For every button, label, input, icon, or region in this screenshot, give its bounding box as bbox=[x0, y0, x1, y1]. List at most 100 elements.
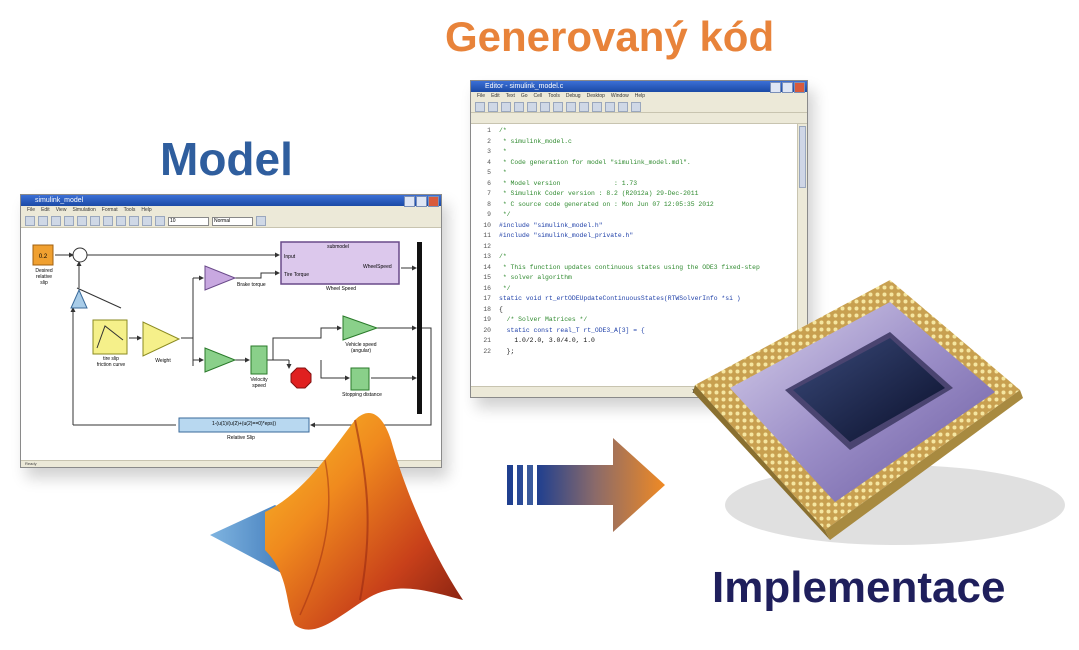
code-line: 11#include "simulink_model_private.h" bbox=[471, 231, 633, 242]
code-line: 20 static const real_T rt_ODE3_A[3] = { bbox=[471, 326, 644, 337]
simulink-title: simulink_model bbox=[35, 197, 84, 204]
code-line: 7 * Simulink Coder version : 8.2 (R2012a… bbox=[471, 189, 698, 200]
line-number: 12 bbox=[483, 242, 491, 250]
code-line: 6 * Model version : 1.73 bbox=[471, 179, 637, 190]
code-line: 18{ bbox=[471, 305, 503, 316]
undo-icon[interactable] bbox=[116, 216, 126, 226]
cut-icon[interactable] bbox=[77, 216, 87, 226]
cpu-chip-icon bbox=[693, 280, 1065, 545]
code-text: }; bbox=[499, 347, 515, 355]
code-text: * bbox=[499, 148, 507, 155]
play-icon[interactable] bbox=[142, 216, 152, 226]
new-file-icon[interactable] bbox=[475, 101, 485, 112]
code-text: * Model version : 1.73 bbox=[499, 179, 638, 187]
code-text: * Code generation for model "simulink_mo… bbox=[499, 158, 691, 166]
desired-slip-label: Desired relative slip bbox=[35, 268, 53, 286]
stop-sign-icon bbox=[290, 367, 312, 389]
copy-icon[interactable] bbox=[90, 216, 100, 226]
breakpoint-icon[interactable] bbox=[618, 101, 628, 112]
save-icon[interactable] bbox=[501, 101, 511, 112]
redo-icon[interactable] bbox=[129, 216, 139, 226]
line-number: 15 bbox=[483, 274, 491, 281]
stopping-distance-block bbox=[350, 367, 370, 391]
scrollbar-thumb[interactable] bbox=[799, 126, 806, 188]
line-number: 20 bbox=[483, 326, 491, 334]
minimize-button[interactable] bbox=[770, 82, 781, 93]
menu-item[interactable]: Format bbox=[101, 207, 118, 213]
maximize-button[interactable] bbox=[782, 82, 793, 93]
code-line: 19 /* Solver Matrices */ bbox=[471, 315, 587, 326]
menu-item[interactable]: View bbox=[55, 207, 67, 213]
line-number: 22 bbox=[483, 347, 491, 355]
menu-item[interactable]: File bbox=[477, 93, 486, 99]
subsystem-title: submodel bbox=[327, 244, 349, 250]
menu-item[interactable]: Help bbox=[141, 207, 152, 213]
print-icon[interactable] bbox=[64, 216, 74, 226]
menu-item[interactable]: Tools bbox=[123, 207, 136, 213]
close-button[interactable] bbox=[428, 196, 439, 207]
gain-block bbox=[70, 288, 88, 309]
run-icon[interactable] bbox=[605, 101, 615, 112]
print-icon[interactable] bbox=[579, 101, 589, 112]
menu-item[interactable]: Tools bbox=[548, 93, 560, 99]
vehicle-speed-gain-block bbox=[342, 315, 379, 341]
open-icon[interactable] bbox=[38, 216, 48, 226]
code-editor-menubar: File Edit Text Go Cell Tools Debug Deskt… bbox=[471, 92, 807, 101]
menu-item[interactable]: Simulation bbox=[72, 207, 96, 213]
open-file-icon[interactable] bbox=[488, 101, 498, 112]
undo-icon[interactable] bbox=[553, 101, 563, 112]
velocity-speed-label: Velocity speed bbox=[250, 377, 268, 389]
weight-gain-block bbox=[142, 321, 181, 357]
copy-icon[interactable] bbox=[527, 101, 537, 112]
minimize-button[interactable] bbox=[404, 196, 415, 207]
menu-item[interactable]: Edit bbox=[41, 207, 50, 213]
code-text: * simulink_model.c bbox=[499, 137, 572, 145]
line-number: 10 bbox=[483, 221, 491, 229]
cut-icon[interactable] bbox=[514, 101, 524, 112]
code-text: 1.0/2.0, 3.0/4.0, 1.0 bbox=[499, 337, 595, 344]
menu-item[interactable]: Desktop bbox=[586, 93, 605, 99]
transition-arrow-icon bbox=[507, 438, 665, 532]
line-number: 2 bbox=[487, 137, 491, 145]
paste-icon[interactable] bbox=[540, 101, 550, 112]
stop-icon[interactable] bbox=[155, 216, 165, 226]
close-button[interactable] bbox=[794, 82, 805, 93]
code-line: 2 * simulink_model.c bbox=[471, 137, 572, 148]
code-line: 14 * This function updates continuous st… bbox=[471, 263, 759, 274]
menu-item[interactable]: Text bbox=[505, 93, 515, 99]
new-model-icon[interactable] bbox=[25, 216, 35, 226]
menu-item[interactable]: Edit bbox=[491, 93, 500, 99]
stop-time-input[interactable]: 10 bbox=[168, 216, 209, 226]
menu-item[interactable]: Help bbox=[634, 93, 646, 99]
weight-label: Weight bbox=[155, 358, 171, 364]
menu-item[interactable]: Go bbox=[520, 93, 528, 99]
desired-slip-block bbox=[32, 244, 54, 266]
code-line: 12 bbox=[471, 242, 499, 253]
line-number: 9 bbox=[487, 211, 491, 218]
code-editor-toolbar bbox=[471, 101, 807, 113]
menu-item[interactable]: File bbox=[27, 207, 36, 213]
redo-icon[interactable] bbox=[566, 101, 576, 112]
find-icon[interactable] bbox=[592, 101, 602, 112]
line-number: 14 bbox=[483, 263, 491, 271]
vertical-scrollbar[interactable] bbox=[797, 124, 807, 387]
wheel-speed-label: Wheel Speed bbox=[325, 286, 357, 292]
maximize-button[interactable] bbox=[416, 196, 427, 207]
code-text: /* Solver Matrices */ bbox=[499, 316, 588, 323]
sim-mode-select[interactable]: Normal bbox=[212, 216, 253, 226]
paste-icon[interactable] bbox=[103, 216, 113, 226]
menu-item[interactable]: Window bbox=[610, 93, 629, 99]
line-number: 19 bbox=[483, 316, 491, 323]
library-icon[interactable] bbox=[256, 216, 266, 226]
save-icon[interactable] bbox=[51, 216, 61, 226]
menu-item[interactable]: Debug bbox=[565, 93, 581, 99]
line-number: 7 bbox=[487, 190, 491, 197]
menu-item[interactable]: Cell bbox=[533, 93, 543, 99]
brake-torque-gain-block bbox=[204, 265, 237, 291]
code-line: 1/* bbox=[471, 126, 507, 137]
step-icon[interactable] bbox=[631, 101, 641, 112]
code-text: */ bbox=[499, 284, 511, 292]
